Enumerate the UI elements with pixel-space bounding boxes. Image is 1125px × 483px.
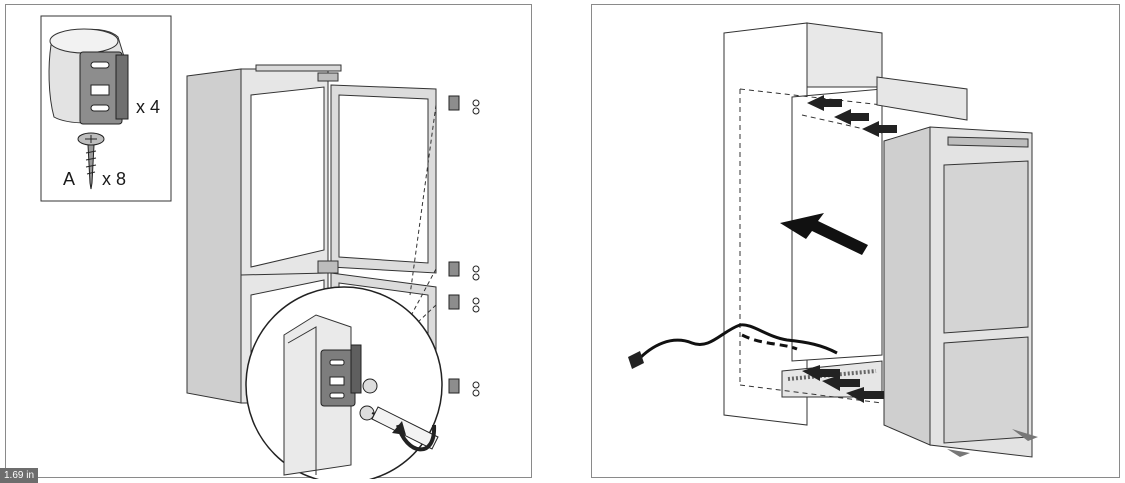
built-in-fridge-freezer	[883, 126, 1038, 458]
airflow-arrows-top	[807, 95, 897, 137]
hinge-quantity-label: x 4	[136, 97, 160, 117]
open-cabinet-door	[876, 76, 968, 121]
hinge-bracket-icon	[79, 51, 129, 125]
fridge-door	[943, 160, 1029, 334]
screw-a-icon	[77, 132, 105, 190]
appliance-insertion-illustration	[628, 22, 1038, 458]
hinge-set-lower	[448, 294, 480, 313]
step-panel-appliance-insertion	[591, 4, 1120, 478]
door-mounting-illustration: x 4 A x 8	[40, 15, 480, 479]
hinge-set-top	[448, 95, 480, 115]
upper-door	[317, 72, 437, 274]
screwdriver-icon	[371, 406, 439, 450]
ruler-readout: 1.69 in	[0, 468, 39, 483]
parts-box: x 4 A x 8	[40, 15, 172, 202]
freezer-door	[943, 336, 1029, 444]
power-cable	[635, 323, 838, 363]
hinge-set-middle	[448, 261, 480, 281]
screw-quantity-label: x 8	[102, 169, 126, 189]
push-direction-arrow	[780, 213, 868, 255]
hinge-detail-magnifier	[245, 286, 443, 479]
airflow-arrows-bottom	[802, 365, 884, 403]
hinge-set-bottom	[448, 378, 480, 397]
power-plug-icon	[628, 351, 644, 369]
step-panel-door-mounting: x 4 A x 8	[5, 4, 532, 479]
screw-letter-label: A	[63, 169, 75, 189]
